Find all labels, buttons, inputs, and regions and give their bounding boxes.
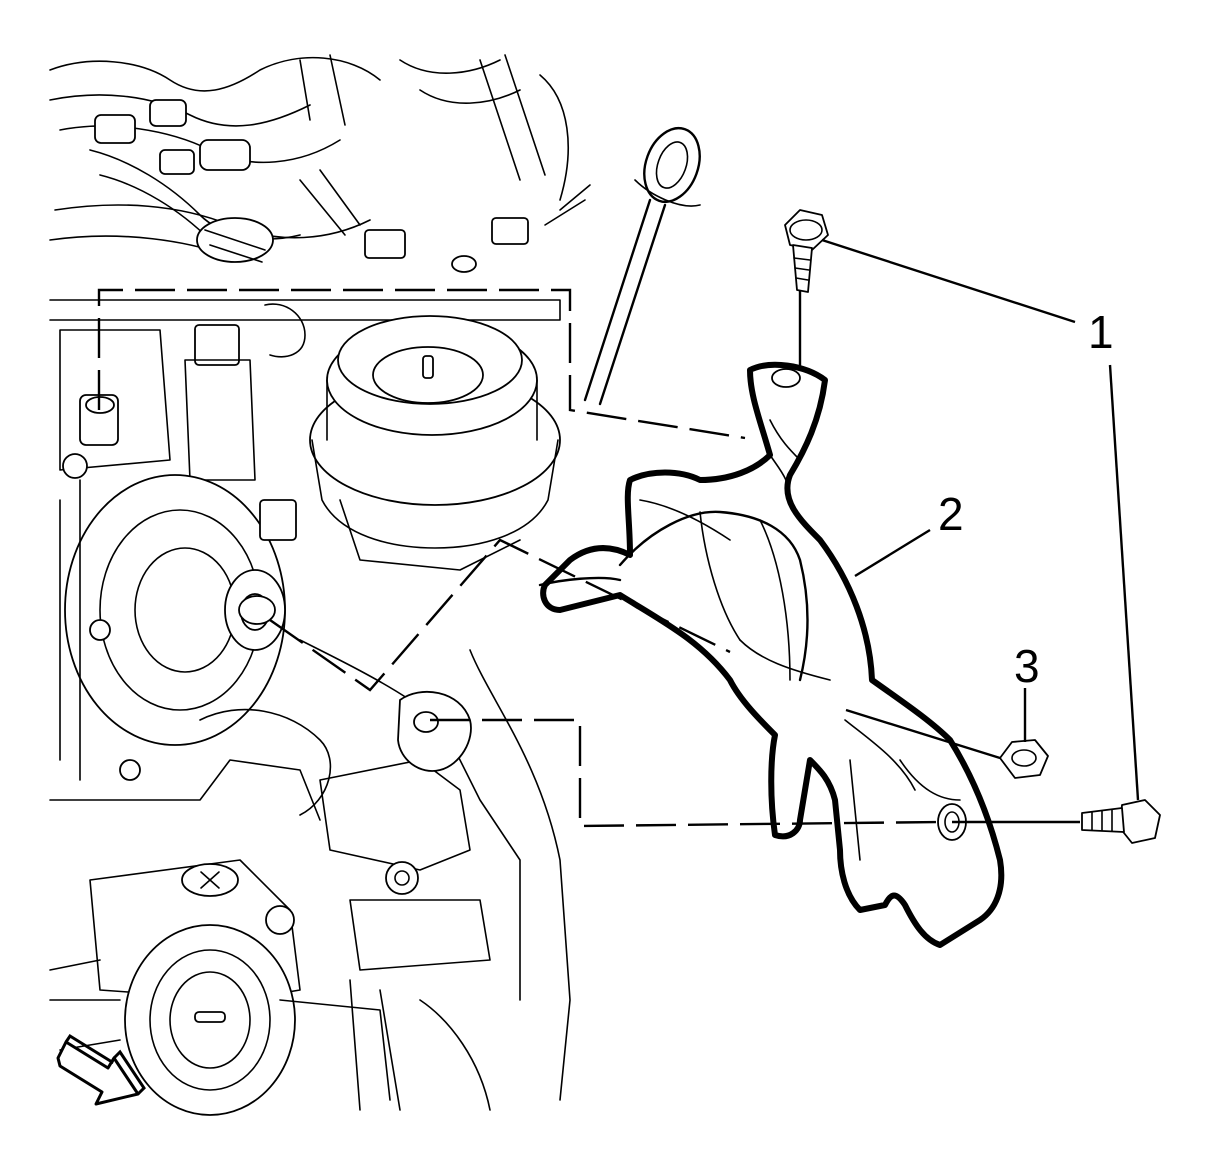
engine-assembly [49, 54, 701, 1116]
mount-bracket-part-2 [538, 361, 1005, 948]
forward-direction-arrow-icon [56, 1033, 146, 1106]
callout-1: 1 [1088, 306, 1114, 358]
bolt-part-1-upper [784, 209, 829, 293]
bolt-part-1-lower [1081, 799, 1161, 844]
nut-part-3 [999, 739, 1049, 779]
callout-3: 3 [1014, 640, 1040, 692]
callout-2: 2 [938, 488, 964, 540]
alignment-lines [97, 288, 1080, 828]
callout-leaders [821, 238, 1140, 801]
